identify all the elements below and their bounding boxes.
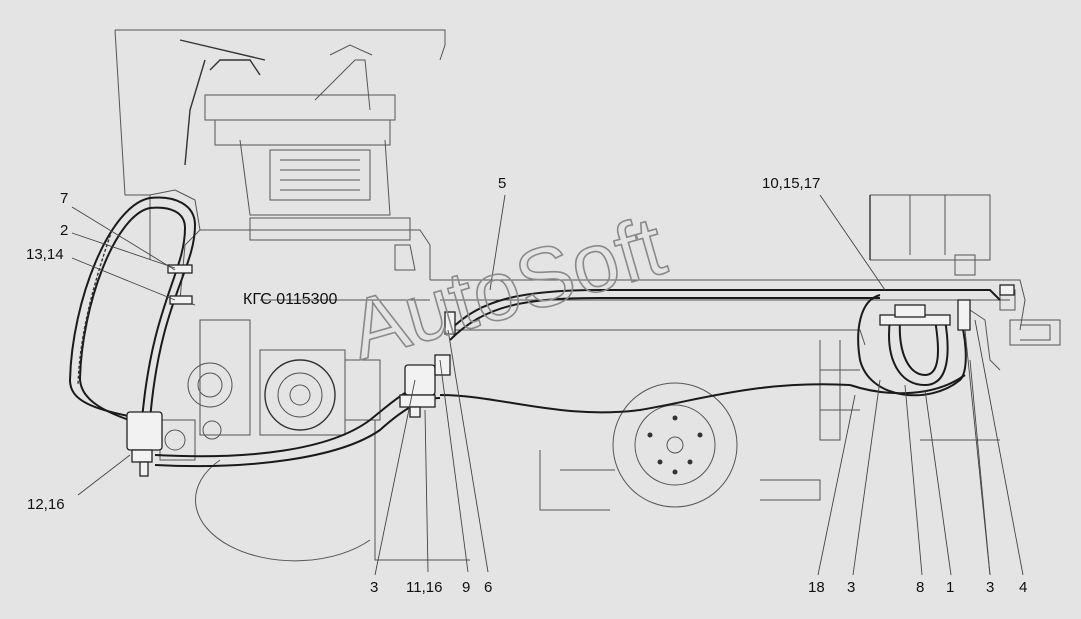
hydraulic-components	[126, 264, 1015, 477]
callout-3-b: 3	[847, 579, 855, 596]
callout-7: 7	[60, 190, 68, 207]
gearbox-outline	[159, 319, 381, 461]
machine-body-outline	[114, 29, 1061, 561]
callout-4: 4	[1019, 579, 1027, 596]
callout-3-a: 3	[370, 579, 378, 596]
callout-3-c: 3	[986, 579, 994, 596]
callout-8: 8	[916, 579, 924, 596]
operator-cab-outline	[179, 39, 416, 271]
callout-12-16: 12,16	[27, 496, 65, 513]
callout-1: 1	[946, 579, 954, 596]
callout-9: 9	[462, 579, 470, 596]
watermark: AutoSoft	[339, 198, 675, 377]
wheel-outline	[194, 382, 738, 562]
callout-5: 5	[498, 175, 506, 192]
drawing-code: КГС 0115300	[243, 291, 337, 308]
callout-2: 2	[60, 222, 68, 239]
callout-13-14: 13,14	[26, 246, 64, 263]
callout-18: 18	[808, 579, 825, 596]
callout-6: 6	[484, 579, 492, 596]
callout-10-15-17: 10,15,17	[762, 175, 820, 192]
callout-labels: 7 2 13,14 12,16 5 10,15,17 3 11,16 9 6 1…	[26, 175, 1027, 596]
leader-lines	[71, 194, 1024, 576]
callout-11-16: 11,16	[406, 579, 442, 596]
